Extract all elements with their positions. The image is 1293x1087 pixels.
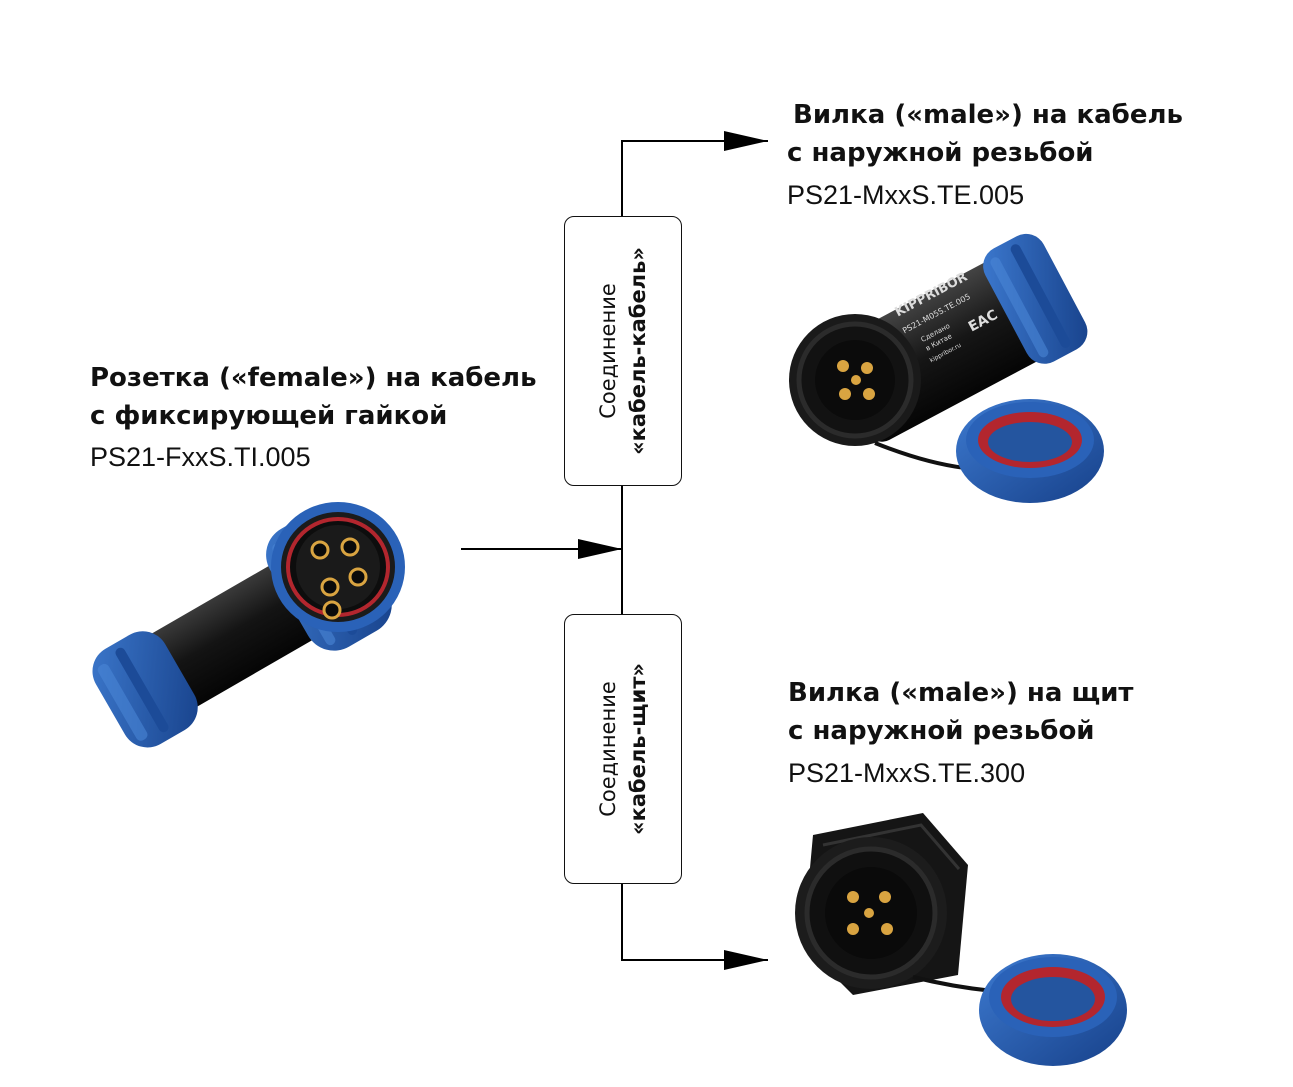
male-cable-title-line1: Вилка («male») на кабель bbox=[793, 100, 1183, 130]
male-panel-code: PS21-MxxS.TE.300 bbox=[788, 758, 1026, 788]
male-panel-label: Вилка («male») на щит с наружной резьбой… bbox=[788, 674, 1134, 789]
female-connector-image bbox=[92, 502, 405, 748]
female-label: Розетка («female») на кабель с фиксирующ… bbox=[90, 359, 537, 473]
female-title-line1: Розетка («female») на кабель bbox=[90, 363, 537, 393]
female-title-line2: с фиксирующей гайкой bbox=[90, 401, 448, 431]
connection-panel-line1: Соединение bbox=[596, 681, 620, 817]
male-panel-title-line2: с наружной резьбой bbox=[788, 716, 1095, 746]
female-code: PS21-FxxS.TI.005 bbox=[90, 442, 311, 472]
male-panel-connector-image bbox=[795, 813, 1127, 1066]
male-panel-title-line1: Вилка («male») на щит bbox=[788, 678, 1134, 708]
connection-cable-line1: Соединение bbox=[596, 283, 620, 419]
male-cable-label: Вилка («male») на кабель с наружной резь… bbox=[787, 96, 1183, 211]
male-cable-code: PS21-MxxS.TE.005 bbox=[787, 180, 1025, 210]
connection-panel-box: Соединение «кабель-щит» bbox=[564, 614, 682, 884]
connection-cable-box: Соединение «кабель-кабель» bbox=[564, 216, 682, 486]
male-cable-title-line2: с наружной резьбой bbox=[787, 138, 1094, 168]
connection-cable-line2: «кабель-кабель» bbox=[626, 247, 650, 455]
connection-panel-line2: «кабель-щит» bbox=[626, 663, 650, 835]
male-cable-connector-image: KIPPRIBOR PS21-M05S.TE.005 Сделано в Кит… bbox=[789, 233, 1104, 503]
